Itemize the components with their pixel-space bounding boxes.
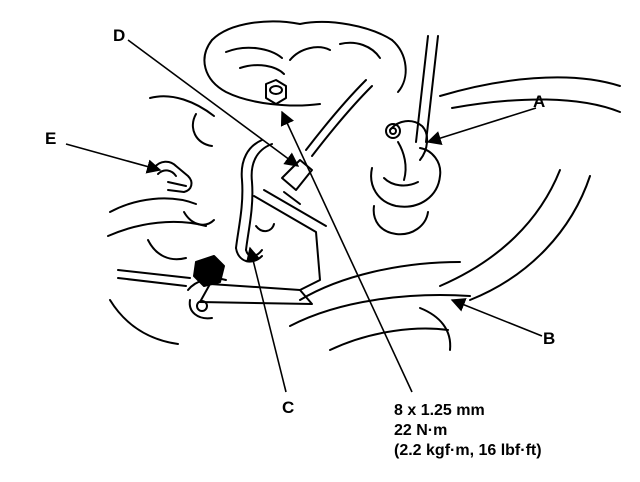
sensor-clamp [193,255,225,287]
callout-label-c: C [282,398,295,417]
callout-label-e: E [45,129,57,148]
leader-e [65,143,162,174]
hose-bracket [187,189,327,320]
torque-spec-thread: 8 x 1.25 mm [394,402,485,419]
brake-line [235,139,275,263]
callout-label-b: B [543,329,556,348]
flare-nut [265,79,287,105]
leader-a [426,107,537,145]
torque-spec-torque: 22 N·m [394,422,448,439]
leader-spec [280,110,413,393]
knuckle-bracket [370,120,442,236]
leader-c [246,246,287,393]
strut-rod [415,35,439,143]
hose-clip [153,160,193,193]
torque-spec-alt-units: (2.2 kgf·m, 16 lbf·ft) [394,442,542,459]
body-panel [289,76,621,351]
leader-b [450,298,543,337]
torque-spec: 8 x 1.25 mm 22 N·m (2.2 kgf·m, 16 lbf·ft… [394,401,542,461]
callout-label-a: A [533,92,546,111]
leader-d [127,39,300,167]
callout-label-d: D [113,26,126,45]
lower-arm [107,95,215,345]
suspension-housing [203,20,407,107]
